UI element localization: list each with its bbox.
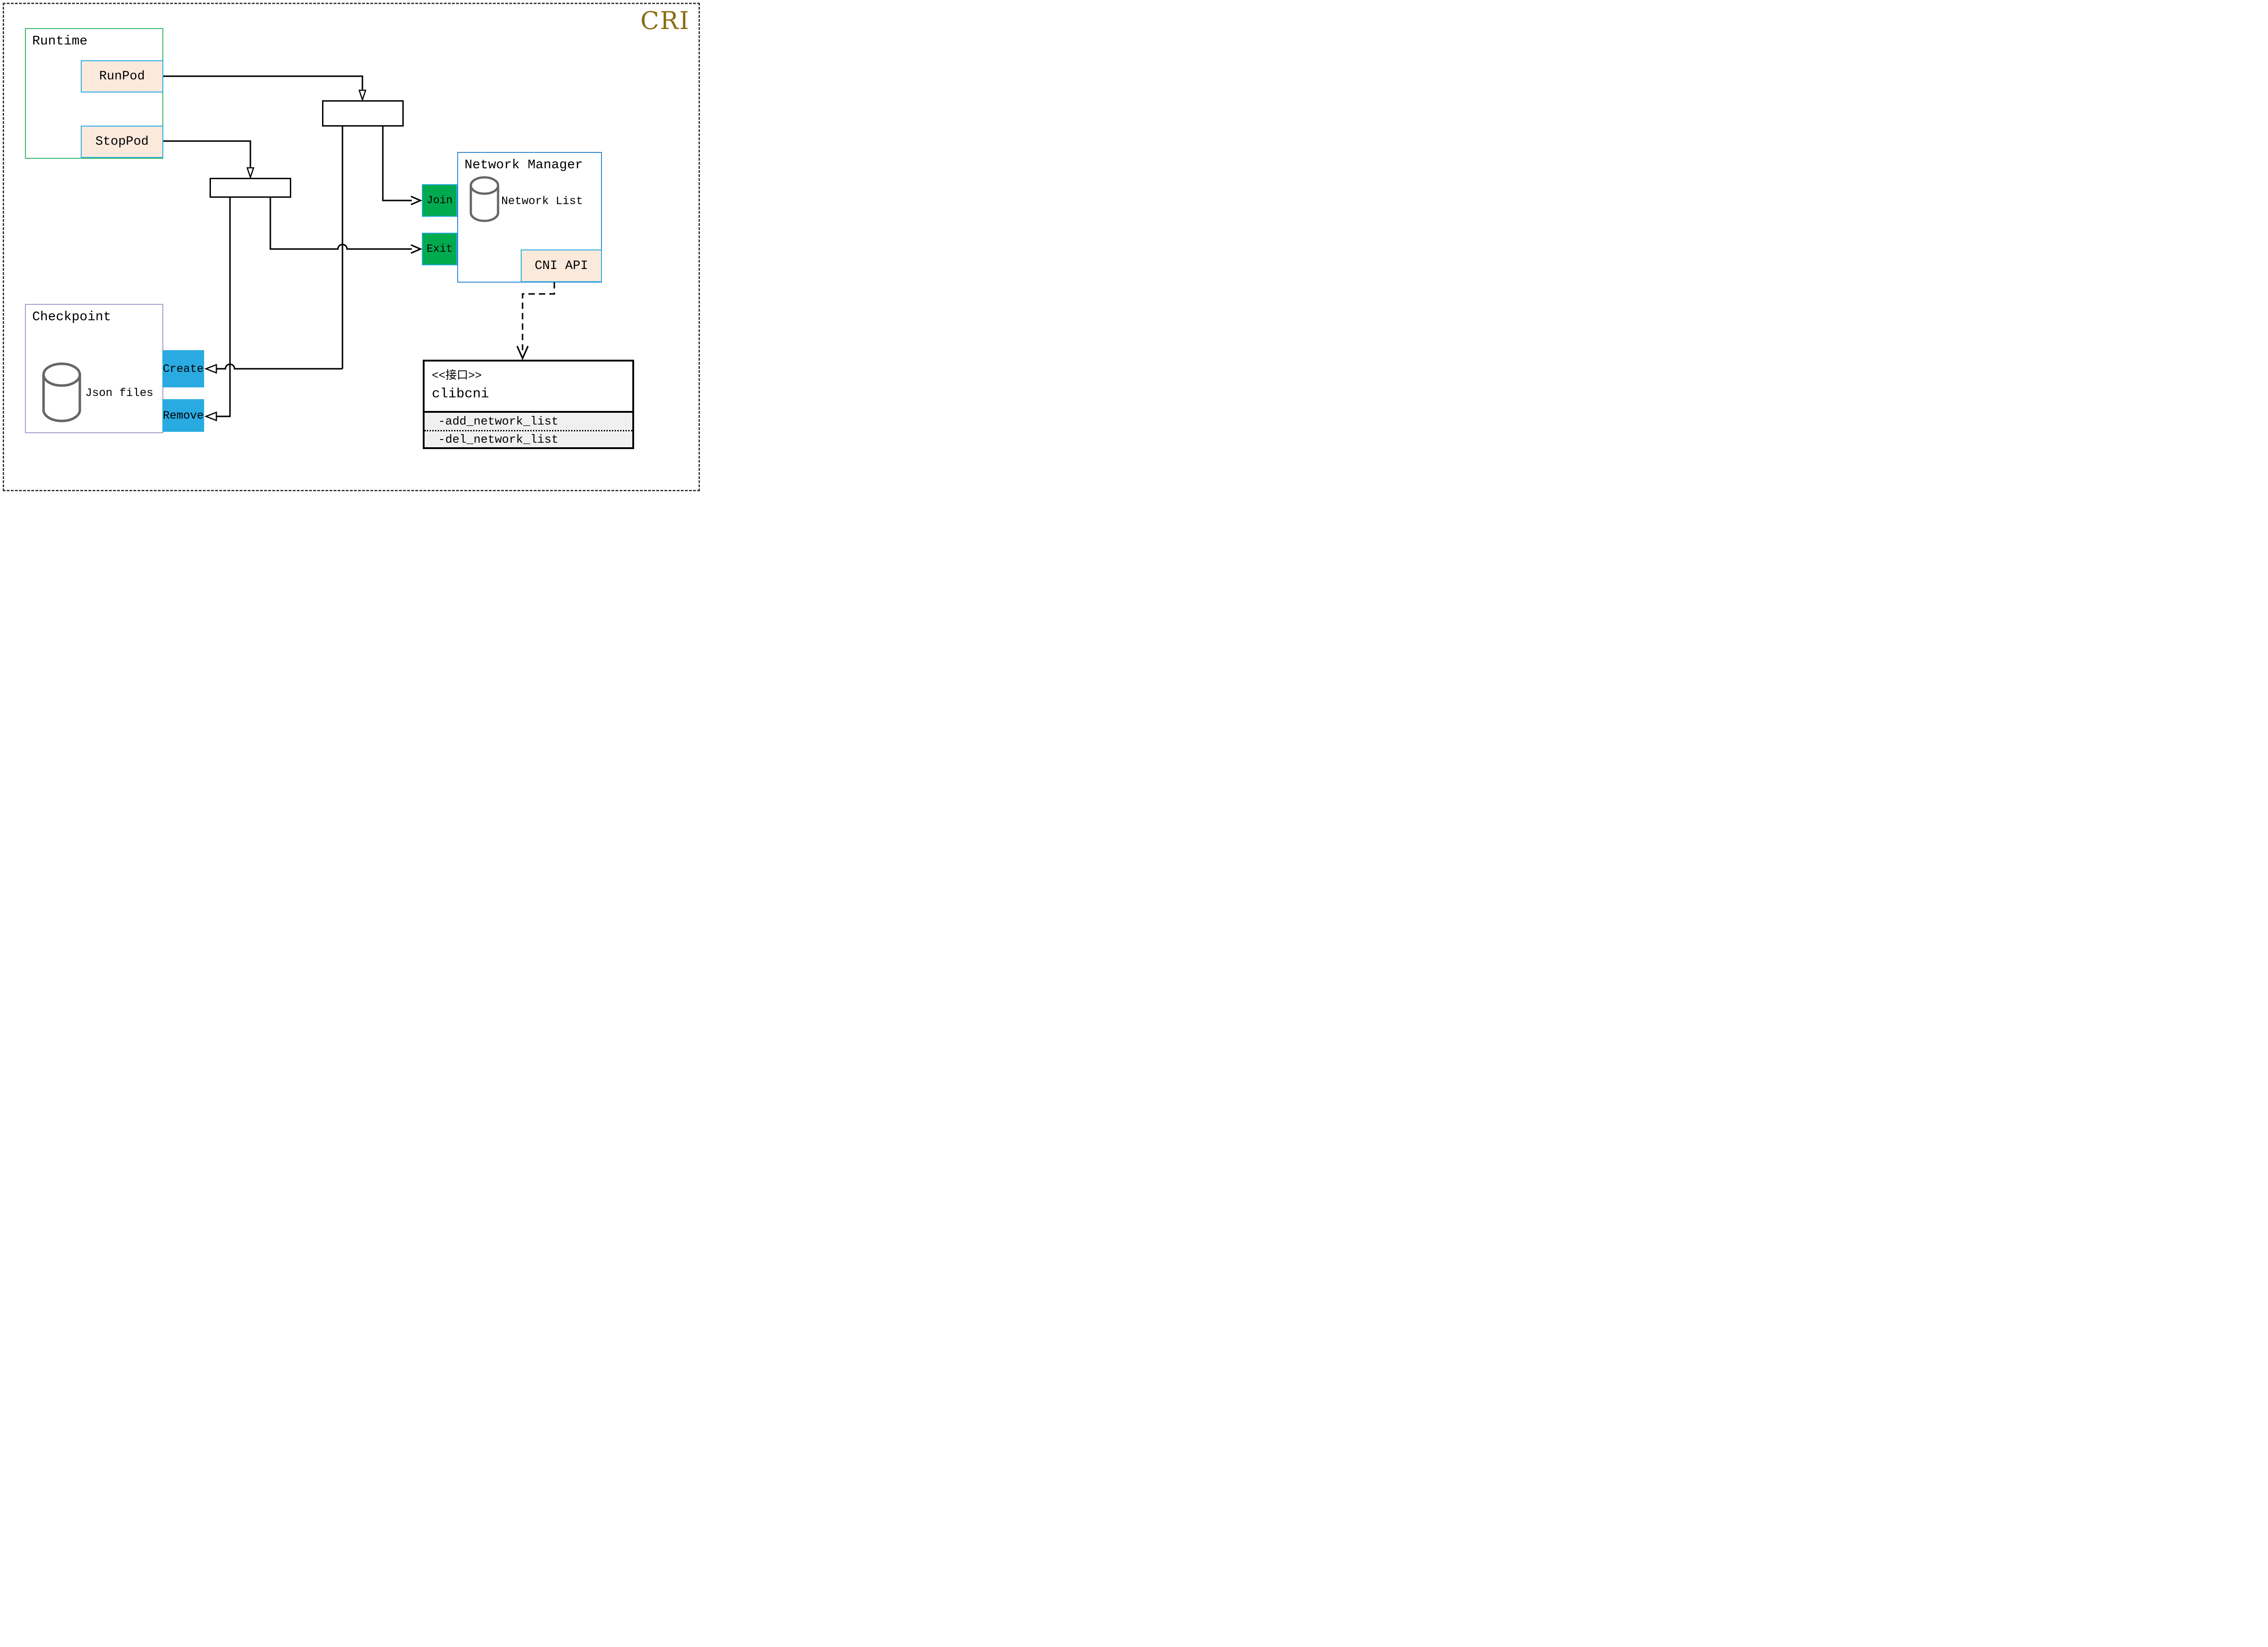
cniapi-to-clibcni-dashed-line bbox=[522, 282, 555, 350]
diagram-title: CRI bbox=[640, 6, 690, 35]
dispatch1-arrowhead-icon bbox=[358, 89, 367, 102]
exit-node: Exit bbox=[422, 233, 457, 265]
dispatch2-to-exit-line bbox=[269, 198, 412, 250]
exit-arrowhead-icon bbox=[411, 244, 423, 254]
json-files-label: Json files bbox=[85, 386, 154, 400]
clibcni-method-del: -del_network_list bbox=[438, 433, 559, 446]
stoppod-node: StopPod bbox=[81, 126, 163, 158]
clibcni-stereotype: <<接口>> bbox=[432, 369, 482, 382]
network-manager-label: Network Manager bbox=[464, 157, 583, 172]
create-arrowhead-icon bbox=[204, 364, 217, 374]
dispatch2-to-remove-line bbox=[216, 198, 231, 417]
remove-node: Remove bbox=[162, 399, 204, 432]
runpod-node: RunPod bbox=[81, 60, 163, 93]
network-list-database-icon bbox=[469, 176, 499, 222]
remove-arrowhead-icon bbox=[204, 411, 217, 421]
runtime-label: Runtime bbox=[32, 34, 88, 49]
join-node: Join bbox=[422, 184, 457, 217]
join-arrowhead-icon bbox=[411, 195, 423, 205]
json-files-database-icon bbox=[42, 362, 81, 422]
clibcni-arrowhead-icon bbox=[516, 346, 529, 361]
diagram-canvas: CRI Runtime RunPod StopPod Network Manag… bbox=[0, 0, 703, 494]
runpod-to-dispatch1-line bbox=[163, 75, 363, 91]
clibcni-method-add: -add_network_list bbox=[438, 415, 559, 428]
create-node: Create bbox=[162, 350, 204, 387]
dispatch-box-top bbox=[322, 100, 404, 127]
clibcni-header: <<接口>> clibcni bbox=[425, 362, 632, 411]
cni-api-node: CNI API bbox=[521, 249, 602, 282]
clibcni-methods-section: -add_network_list -del_network_list bbox=[425, 411, 632, 447]
dispatch2-arrowhead-icon bbox=[246, 167, 254, 180]
checkpoint-label: Checkpoint bbox=[32, 309, 112, 324]
dispatch1-to-create-line bbox=[216, 127, 343, 370]
clibcni-method-divider bbox=[425, 430, 632, 431]
dispatch-box-middle bbox=[210, 178, 291, 198]
dispatch1-to-join-line bbox=[382, 127, 412, 201]
clibcni-class-box: <<接口>> clibcni -add_network_list -del_ne… bbox=[423, 360, 634, 449]
stoppod-to-dispatch2-line bbox=[163, 140, 251, 168]
network-list-label: Network List bbox=[501, 195, 583, 208]
clibcni-name: clibcni bbox=[432, 386, 489, 402]
